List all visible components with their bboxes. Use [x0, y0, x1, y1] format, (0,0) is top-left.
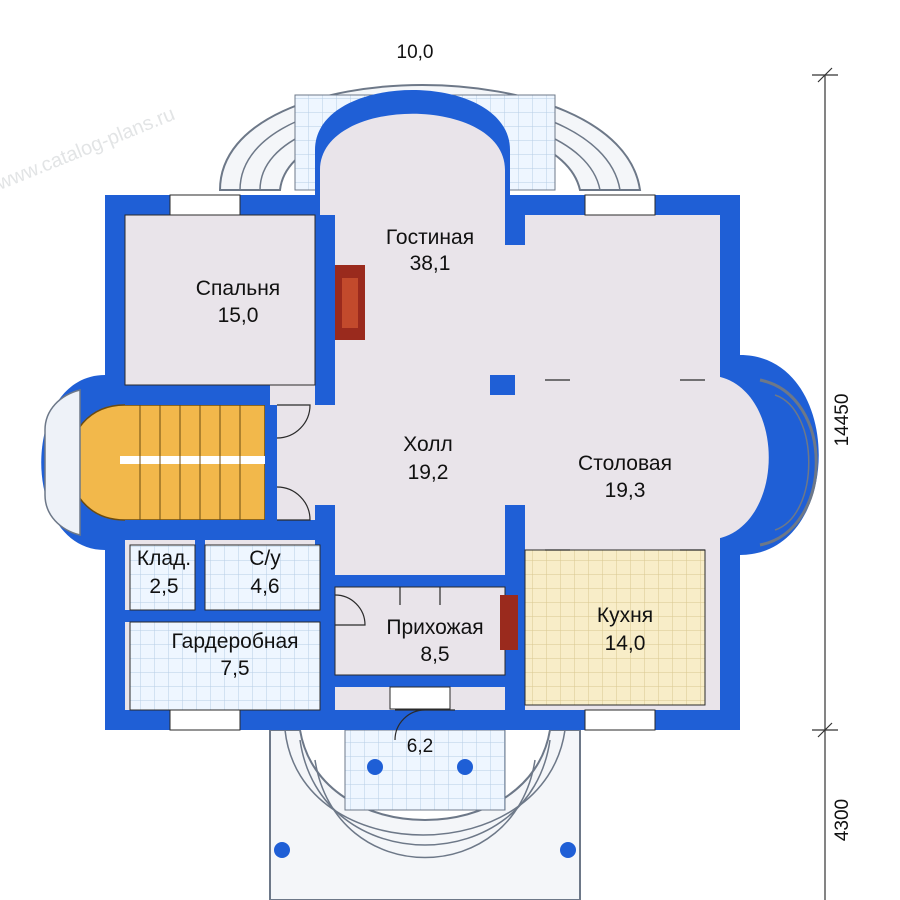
dimension-porch: 6,2: [407, 736, 433, 757]
room-labels: Гостиная 38,1 Спальня 15,0 Холл 19,2 Сто…: [137, 226, 672, 680]
room-area-kitchen: 14,0: [605, 632, 646, 655]
dimension-lines: [812, 67, 838, 900]
staircase: [44, 389, 266, 536]
room-area-bathroom: 4,6: [250, 575, 279, 598]
wardrobe-floor: [129, 621, 321, 711]
dimension-height-main: 14450: [832, 394, 853, 447]
room-name-bedroom: Спальня: [196, 277, 280, 300]
interior-walls: [125, 215, 525, 710]
chimney: [500, 595, 518, 650]
room-name-dining: Столовая: [578, 452, 672, 475]
windows: [169, 194, 656, 731]
dining-bay: [759, 378, 818, 547]
doors: [276, 379, 705, 741]
room-name-storage: Клад.: [137, 547, 191, 570]
bedroom-floor: [124, 214, 316, 386]
room-name-kitchen: Кухня: [597, 604, 653, 627]
room-area-bedroom: 15,0: [218, 304, 259, 327]
room-name-hall: Холл: [403, 433, 453, 456]
room-area-living: 38,1: [410, 252, 451, 275]
room-name-bathroom: С/у: [249, 547, 281, 570]
room-name-wardrobe: Гардеробная: [171, 630, 298, 653]
dimension-height-porch: 4300: [832, 799, 853, 841]
watermark-text: www.catalog-plans.ru: [0, 103, 178, 195]
room-area-wardrobe: 7,5: [220, 657, 249, 680]
room-area-dining: 19,3: [605, 479, 646, 502]
fireplace: [335, 265, 365, 340]
entrance-floor: [334, 586, 506, 676]
storage-floor: [129, 544, 196, 611]
dimension-top-terrace: 10,0: [397, 42, 434, 63]
room-area-storage: 2,5: [149, 575, 178, 598]
room-name-entrance: Прихожая: [386, 616, 483, 639]
kitchen-floor: [524, 549, 706, 706]
room-area-entrance: 8,5: [420, 643, 449, 666]
porch-terrace: [269, 729, 581, 900]
bathroom-floor: [204, 544, 321, 611]
room-name-living: Гостиная: [386, 226, 474, 249]
room-area-hall: 19,2: [408, 461, 449, 484]
